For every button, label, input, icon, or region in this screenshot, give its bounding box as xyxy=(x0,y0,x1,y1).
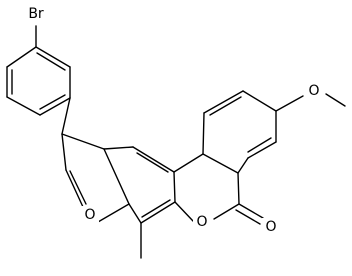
bond xyxy=(35,46,71,68)
bond xyxy=(203,90,244,114)
double-bond-inner xyxy=(36,52,66,71)
bond xyxy=(174,201,194,222)
bond xyxy=(103,148,130,205)
bond xyxy=(39,97,71,116)
carbonyl-double-bond xyxy=(238,203,264,219)
furan-oxygen-label: O xyxy=(84,207,95,223)
bond xyxy=(213,203,240,220)
bond xyxy=(237,172,240,205)
bond xyxy=(242,90,277,112)
bond xyxy=(247,141,277,159)
bromine-label: Br xyxy=(28,6,44,22)
bond xyxy=(61,97,71,135)
double-bond-inner xyxy=(141,199,171,218)
bond xyxy=(65,169,84,208)
methoxy-oxygen-label: O xyxy=(308,83,319,99)
lactone-ring xyxy=(173,153,264,225)
bond xyxy=(173,153,204,173)
double-bond-inner xyxy=(39,94,66,110)
central-benzene-ring xyxy=(103,146,176,259)
bond xyxy=(61,133,67,171)
double-bond-inner xyxy=(136,152,169,173)
carbonyl-double-bond xyxy=(235,209,261,225)
ring-oxygen-label: O xyxy=(196,214,207,230)
bond xyxy=(173,171,176,203)
carbonyl-oxygen-label: O xyxy=(265,219,276,235)
bond xyxy=(275,95,304,112)
bond xyxy=(103,146,134,150)
double-bond-inner xyxy=(69,170,87,205)
double-bond-inner xyxy=(247,137,272,153)
bond xyxy=(6,46,37,68)
bond xyxy=(202,153,239,174)
methoxybenzene-ring xyxy=(202,90,346,174)
bond xyxy=(237,157,249,174)
bond xyxy=(97,203,130,223)
bond xyxy=(132,146,175,173)
bromophenyl-ring xyxy=(6,25,71,116)
double-bond-inner xyxy=(209,96,242,116)
furan-ring xyxy=(61,97,130,223)
bond xyxy=(6,96,41,116)
bond xyxy=(140,201,176,224)
bond xyxy=(61,133,105,150)
bond xyxy=(202,112,205,155)
bond xyxy=(128,203,142,224)
bond xyxy=(325,93,346,107)
